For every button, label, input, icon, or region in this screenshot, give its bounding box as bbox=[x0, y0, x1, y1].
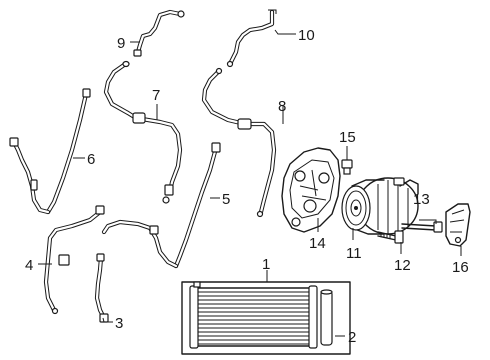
bolt-part-15 bbox=[341, 159, 353, 175]
small-hose-part-3 bbox=[94, 253, 109, 323]
callout-9: 9 bbox=[117, 35, 125, 52]
callout-2: 2 bbox=[348, 329, 356, 346]
tube-assembly-part-6 bbox=[9, 88, 91, 215]
callout-11: 11 bbox=[346, 245, 362, 262]
callout-7: 7 bbox=[152, 87, 160, 104]
callout-13: 13 bbox=[413, 191, 430, 208]
suction-hose-part-8 bbox=[201, 67, 277, 218]
callout-3: 3 bbox=[115, 315, 123, 332]
liquid-line-part-4 bbox=[43, 205, 105, 315]
suction-line-part-7 bbox=[103, 60, 183, 196]
callout-1: 1 bbox=[262, 256, 270, 273]
callout-16: 16 bbox=[452, 259, 469, 276]
callout-8: 8 bbox=[278, 98, 286, 115]
upper-line-part-10 bbox=[226, 9, 277, 68]
callout-15: 15 bbox=[339, 129, 356, 146]
condenser-fins bbox=[195, 291, 313, 345]
callout-12: 12 bbox=[394, 257, 411, 274]
stud-part-13 bbox=[401, 221, 443, 233]
callout-5: 5 bbox=[222, 191, 230, 208]
discharge-line-part-5 bbox=[101, 142, 221, 269]
bolt-part-12 bbox=[377, 230, 404, 244]
callout-6: 6 bbox=[87, 151, 95, 168]
callout-4: 4 bbox=[25, 257, 33, 274]
receiver-drier-part-2 bbox=[320, 289, 333, 346]
callout-10: 10 bbox=[298, 27, 315, 44]
callout-labels: 1 2 3 4 5 6 7 8 9 10 11 12 13 14 15 16 bbox=[25, 27, 469, 346]
compressor-bracket-part-14 bbox=[281, 147, 341, 233]
leader-lines bbox=[38, 29, 462, 337]
heat-shield-part-16 bbox=[445, 203, 471, 247]
upper-hose-part-9 bbox=[133, 9, 185, 57]
callout-14: 14 bbox=[309, 235, 326, 252]
compressor-part-11 bbox=[341, 177, 419, 235]
condenser-part-1 bbox=[181, 281, 351, 355]
